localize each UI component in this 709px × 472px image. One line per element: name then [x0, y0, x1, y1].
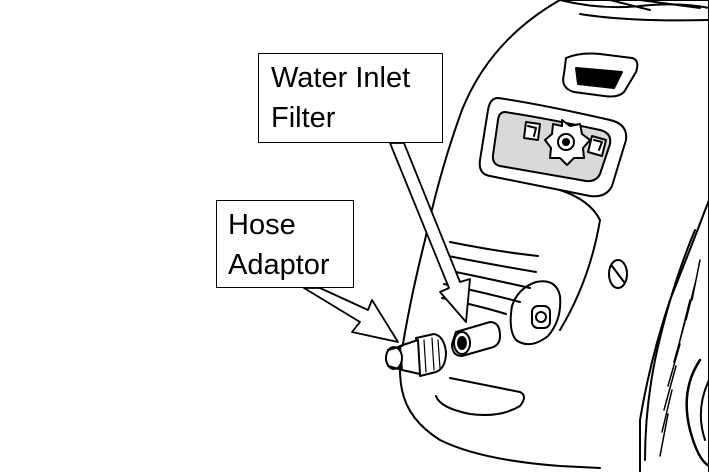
handle-slot [562, 52, 639, 98]
callout-line-2: Adaptor [228, 249, 330, 281]
hose-adaptor-callout: Hose Adaptor [216, 200, 354, 288]
side-screw [608, 259, 628, 289]
machine-body [399, 0, 709, 472]
front-bumper [435, 377, 525, 416]
left-switch [523, 121, 541, 141]
control-panel [478, 97, 628, 198]
side-panel [639, 199, 709, 472]
callout-line-2: Filter [271, 102, 336, 134]
hose-adaptor-part [385, 333, 447, 377]
selector-dial [544, 119, 591, 166]
water-inlet-filter-callout: Water Inlet Filter [258, 53, 443, 143]
machine-top-edge [559, 0, 709, 9]
outlet-fitting [509, 280, 562, 346]
water-inlet-filter-part [451, 321, 501, 357]
callout-line-1: Hose [228, 209, 296, 241]
wheel [685, 358, 709, 468]
hose-adaptor-arrow [303, 287, 399, 343]
water-inlet-filter-arrow [389, 142, 471, 323]
callout-line-1: Water Inlet [271, 62, 411, 94]
right-switch [587, 135, 607, 157]
